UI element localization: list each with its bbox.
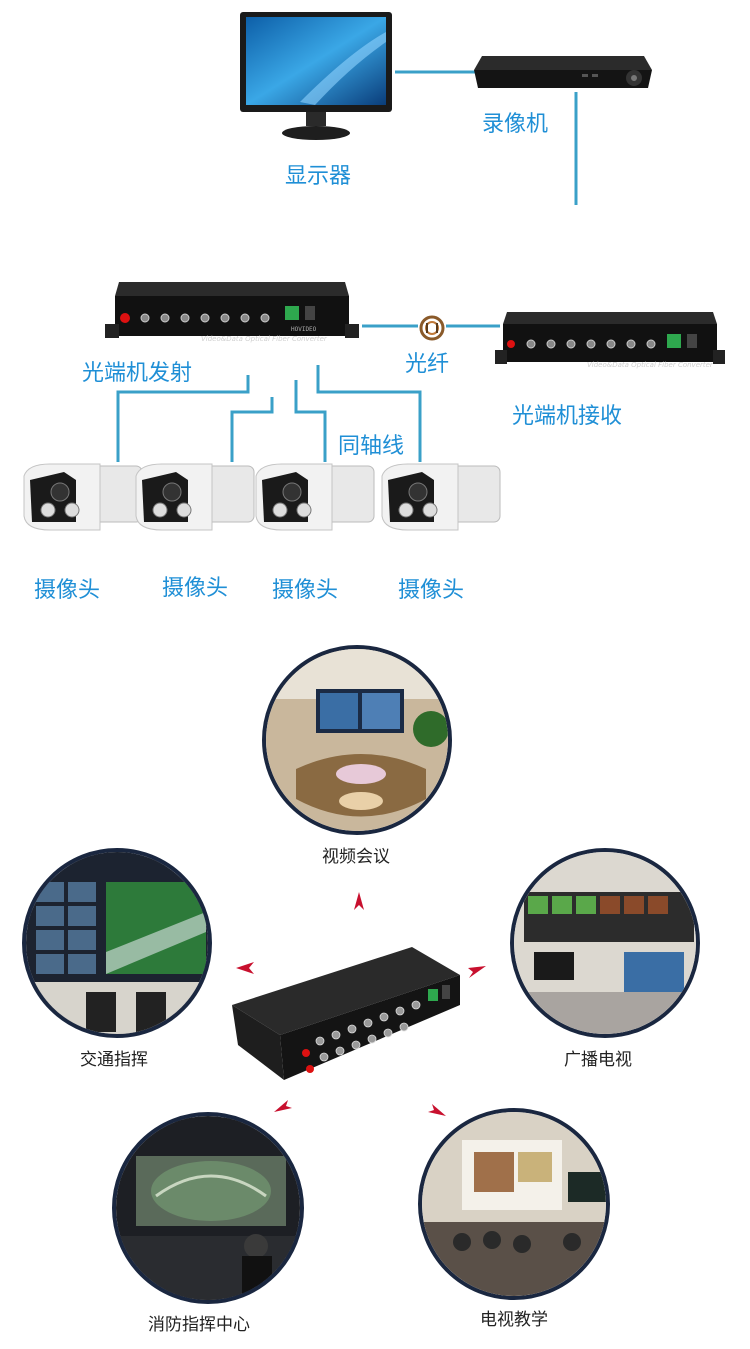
fiber-converter-device (232, 945, 462, 1085)
fire-command-photo (112, 1112, 304, 1304)
monitor-image (240, 12, 392, 142)
classroom-photo (418, 1108, 610, 1300)
camera-label-4: 摄像头 (398, 578, 465, 603)
coax-label: 同轴线 (338, 434, 405, 459)
camera-2 (132, 460, 258, 540)
dvr-label: 录像机 (482, 112, 549, 137)
monitor-label: 显示器 (285, 164, 352, 189)
camera-1 (20, 460, 146, 540)
camera-label-1: 摄像头 (34, 578, 101, 603)
transmitter-brand: HOVIDEO (291, 326, 317, 333)
receiver-label: 光端机接收 (512, 404, 623, 429)
camera-label-3: 摄像头 (272, 578, 339, 603)
camera-label-2: 摄像头 (162, 576, 229, 601)
dvr-image (472, 48, 654, 94)
conference-photo (262, 645, 452, 835)
transmitter-panel-text: Video&Data Optical Fiber Converter (201, 335, 327, 343)
fiber-label: 光纤 (405, 352, 450, 377)
receiver-panel-text: Video&Data Optical Fiber Converter (587, 361, 713, 369)
camera-3 (252, 460, 378, 540)
traffic-control-photo (22, 848, 212, 1038)
camera-4 (378, 460, 504, 540)
transmitter-device: HOVIDEO Video&Data Optical Fiber Convert… (105, 280, 360, 350)
fiber-icon (418, 314, 446, 342)
receiver-device: Video&Data Optical Fiber Converter (495, 310, 725, 376)
connection-lines (116, 70, 578, 462)
app-label-traffic: 交通指挥 (80, 1050, 148, 1070)
app-label-classroom: 电视教学 (480, 1310, 548, 1330)
app-label-fire-command: 消防指挥中心 (148, 1315, 250, 1335)
broadcast-photo (510, 848, 700, 1038)
transmitter-label: 光端机发射 (82, 361, 193, 386)
app-label-broadcast: 广播电视 (564, 1050, 632, 1070)
app-label-conference: 视频会议 (322, 847, 390, 867)
